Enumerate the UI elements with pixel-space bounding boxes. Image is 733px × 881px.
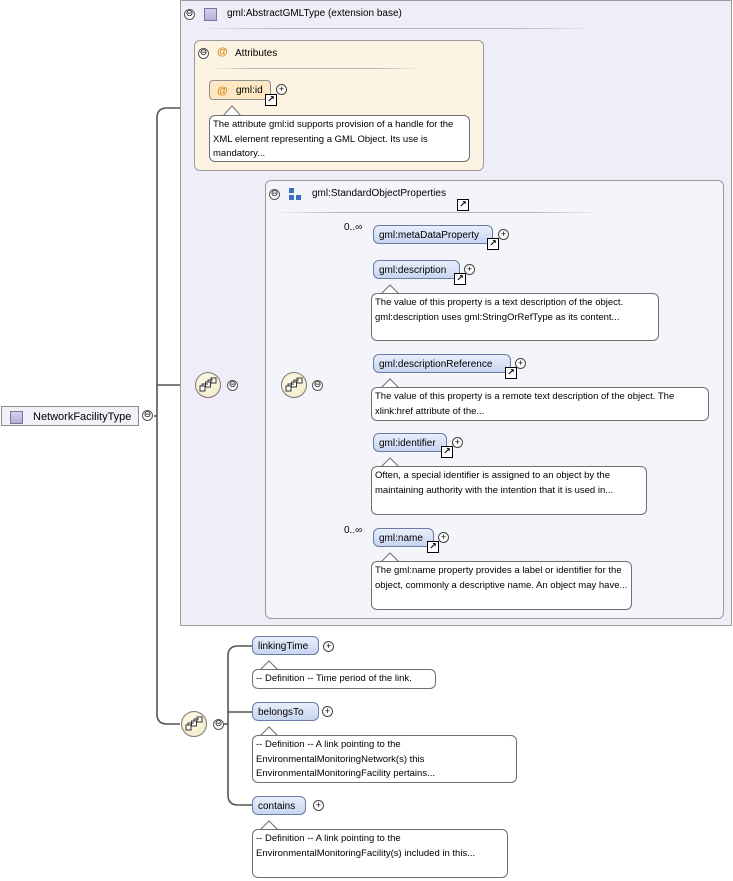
occurrence-label: 0..∞ [344, 525, 363, 536]
root-element-label: NetworkFacilityType [33, 411, 132, 423]
sequence-collapse-toggle[interactable]: ⊖ [213, 719, 224, 730]
element-identifier[interactable]: gml:identifier [373, 433, 447, 452]
expand-icon[interactable]: + [313, 800, 324, 811]
element-descriptionreference-doc: The value of this property is a remote t… [371, 387, 709, 421]
complex-type-icon [204, 8, 217, 21]
reference-arrow-icon: ↗ [457, 199, 469, 211]
extension-title: gml:AbstractGMLType (extension base) [227, 8, 402, 19]
element-name-label: gml:name [379, 533, 423, 544]
collapse-glyph: ⊖ [313, 379, 322, 389]
extension-collapse-toggle[interactable]: ⊖ [184, 9, 195, 20]
element-belongsto-label: belongsTo [258, 707, 304, 718]
element-identifier-label: gml:identifier [379, 438, 436, 449]
note-tail [259, 660, 279, 671]
root-element[interactable]: NetworkFacilityType [1, 406, 139, 426]
expand-icon[interactable]: + [498, 229, 509, 240]
note-tail [380, 284, 400, 295]
reference-arrow-icon: ↗ [427, 541, 439, 553]
note-tail [222, 105, 242, 117]
extension-separator [196, 28, 596, 29]
complex-type-icon [10, 411, 23, 424]
reference-arrow-icon: ↗ [441, 446, 453, 458]
expand-icon[interactable]: + [515, 358, 526, 369]
group-icon [289, 188, 301, 200]
note-tail [259, 820, 279, 831]
element-contains[interactable]: contains [252, 796, 306, 815]
expand-icon[interactable]: + [438, 532, 449, 543]
reference-arrow-icon: ↗ [454, 273, 466, 285]
element-descriptionreference-label: gml:descriptionReference [379, 359, 493, 370]
element-name-doc: The gml:name property provides a label o… [371, 561, 632, 610]
element-description-doc: The value of this property is a text des… [371, 293, 659, 341]
element-linkingtime[interactable]: linkingTime [252, 636, 319, 655]
occurrence-label: 0..∞ [344, 222, 363, 233]
element-metadataproperty[interactable]: gml:metaDataProperty [373, 225, 493, 244]
sequence-glyph [285, 377, 303, 392]
expand-icon[interactable]: + [322, 706, 333, 717]
element-contains-label: contains [258, 801, 296, 812]
group-title: gml:StandardObjectProperties [312, 188, 446, 199]
group-separator [272, 212, 602, 213]
attributes-title: Attributes [235, 48, 278, 59]
collapse-glyph: ⊖ [185, 8, 194, 18]
reference-arrow-icon: ↗ [505, 367, 517, 379]
attribute-gml-id[interactable]: @ gml:id [209, 80, 271, 100]
element-contains-doc: -- Definition -- A link pointing to the … [252, 829, 508, 878]
expand-icon[interactable]: + [452, 437, 463, 448]
root-collapse-toggle[interactable]: ⊖ [142, 410, 153, 421]
sequence-compositor-icon[interactable] [281, 372, 307, 398]
note-tail [380, 457, 400, 468]
element-belongsto[interactable]: belongsTo [252, 702, 319, 721]
element-identifier-doc: Often, a special identifier is assigned … [371, 466, 647, 515]
attribute-gml-id-label: gml:id [236, 85, 263, 96]
element-name[interactable]: gml:name [373, 528, 434, 547]
sequence-glyph [199, 377, 217, 392]
collapse-glyph: ⊖ [214, 718, 223, 728]
collapse-glyph: ⊖ [143, 409, 152, 419]
expand-icon[interactable]: + [464, 264, 475, 275]
reference-arrow-icon: ↗ [487, 238, 499, 250]
expand-icon[interactable]: + [323, 641, 334, 652]
attribute-gml-id-doc: The attribute gml:id supports provision … [209, 115, 470, 162]
collapse-glyph: ⊖ [228, 379, 237, 389]
element-belongsto-doc: -- Definition -- A link pointing to the … [252, 735, 517, 783]
group-collapse-toggle[interactable]: ⊖ [269, 189, 280, 200]
element-metadataproperty-label: gml:metaDataProperty [379, 230, 480, 241]
element-description-label: gml:description [379, 265, 447, 276]
attribute-icon: @ [217, 85, 228, 97]
note-tail [380, 378, 400, 389]
sequence-collapse-toggle[interactable]: ⊖ [312, 380, 323, 391]
expand-icon[interactable]: + [276, 84, 287, 95]
attributes-separator [210, 68, 420, 69]
sequence-compositor-icon[interactable] [181, 711, 207, 737]
attribute-icon: @ [217, 46, 228, 58]
note-tail [259, 726, 279, 737]
reference-arrow-icon: ↗ [265, 94, 277, 106]
element-description[interactable]: gml:description [373, 260, 460, 279]
element-linkingtime-doc: -- Definition -- Time period of the link… [252, 669, 436, 689]
element-linkingtime-label: linkingTime [258, 641, 309, 652]
collapse-glyph: ⊖ [270, 188, 279, 198]
sequence-glyph [185, 716, 203, 731]
sequence-compositor-icon[interactable] [195, 372, 221, 398]
sequence-collapse-toggle[interactable]: ⊖ [227, 380, 238, 391]
collapse-glyph: ⊖ [199, 47, 208, 57]
attributes-collapse-toggle[interactable]: ⊖ [198, 48, 209, 59]
note-tail [380, 552, 400, 563]
element-descriptionreference[interactable]: gml:descriptionReference [373, 354, 511, 373]
